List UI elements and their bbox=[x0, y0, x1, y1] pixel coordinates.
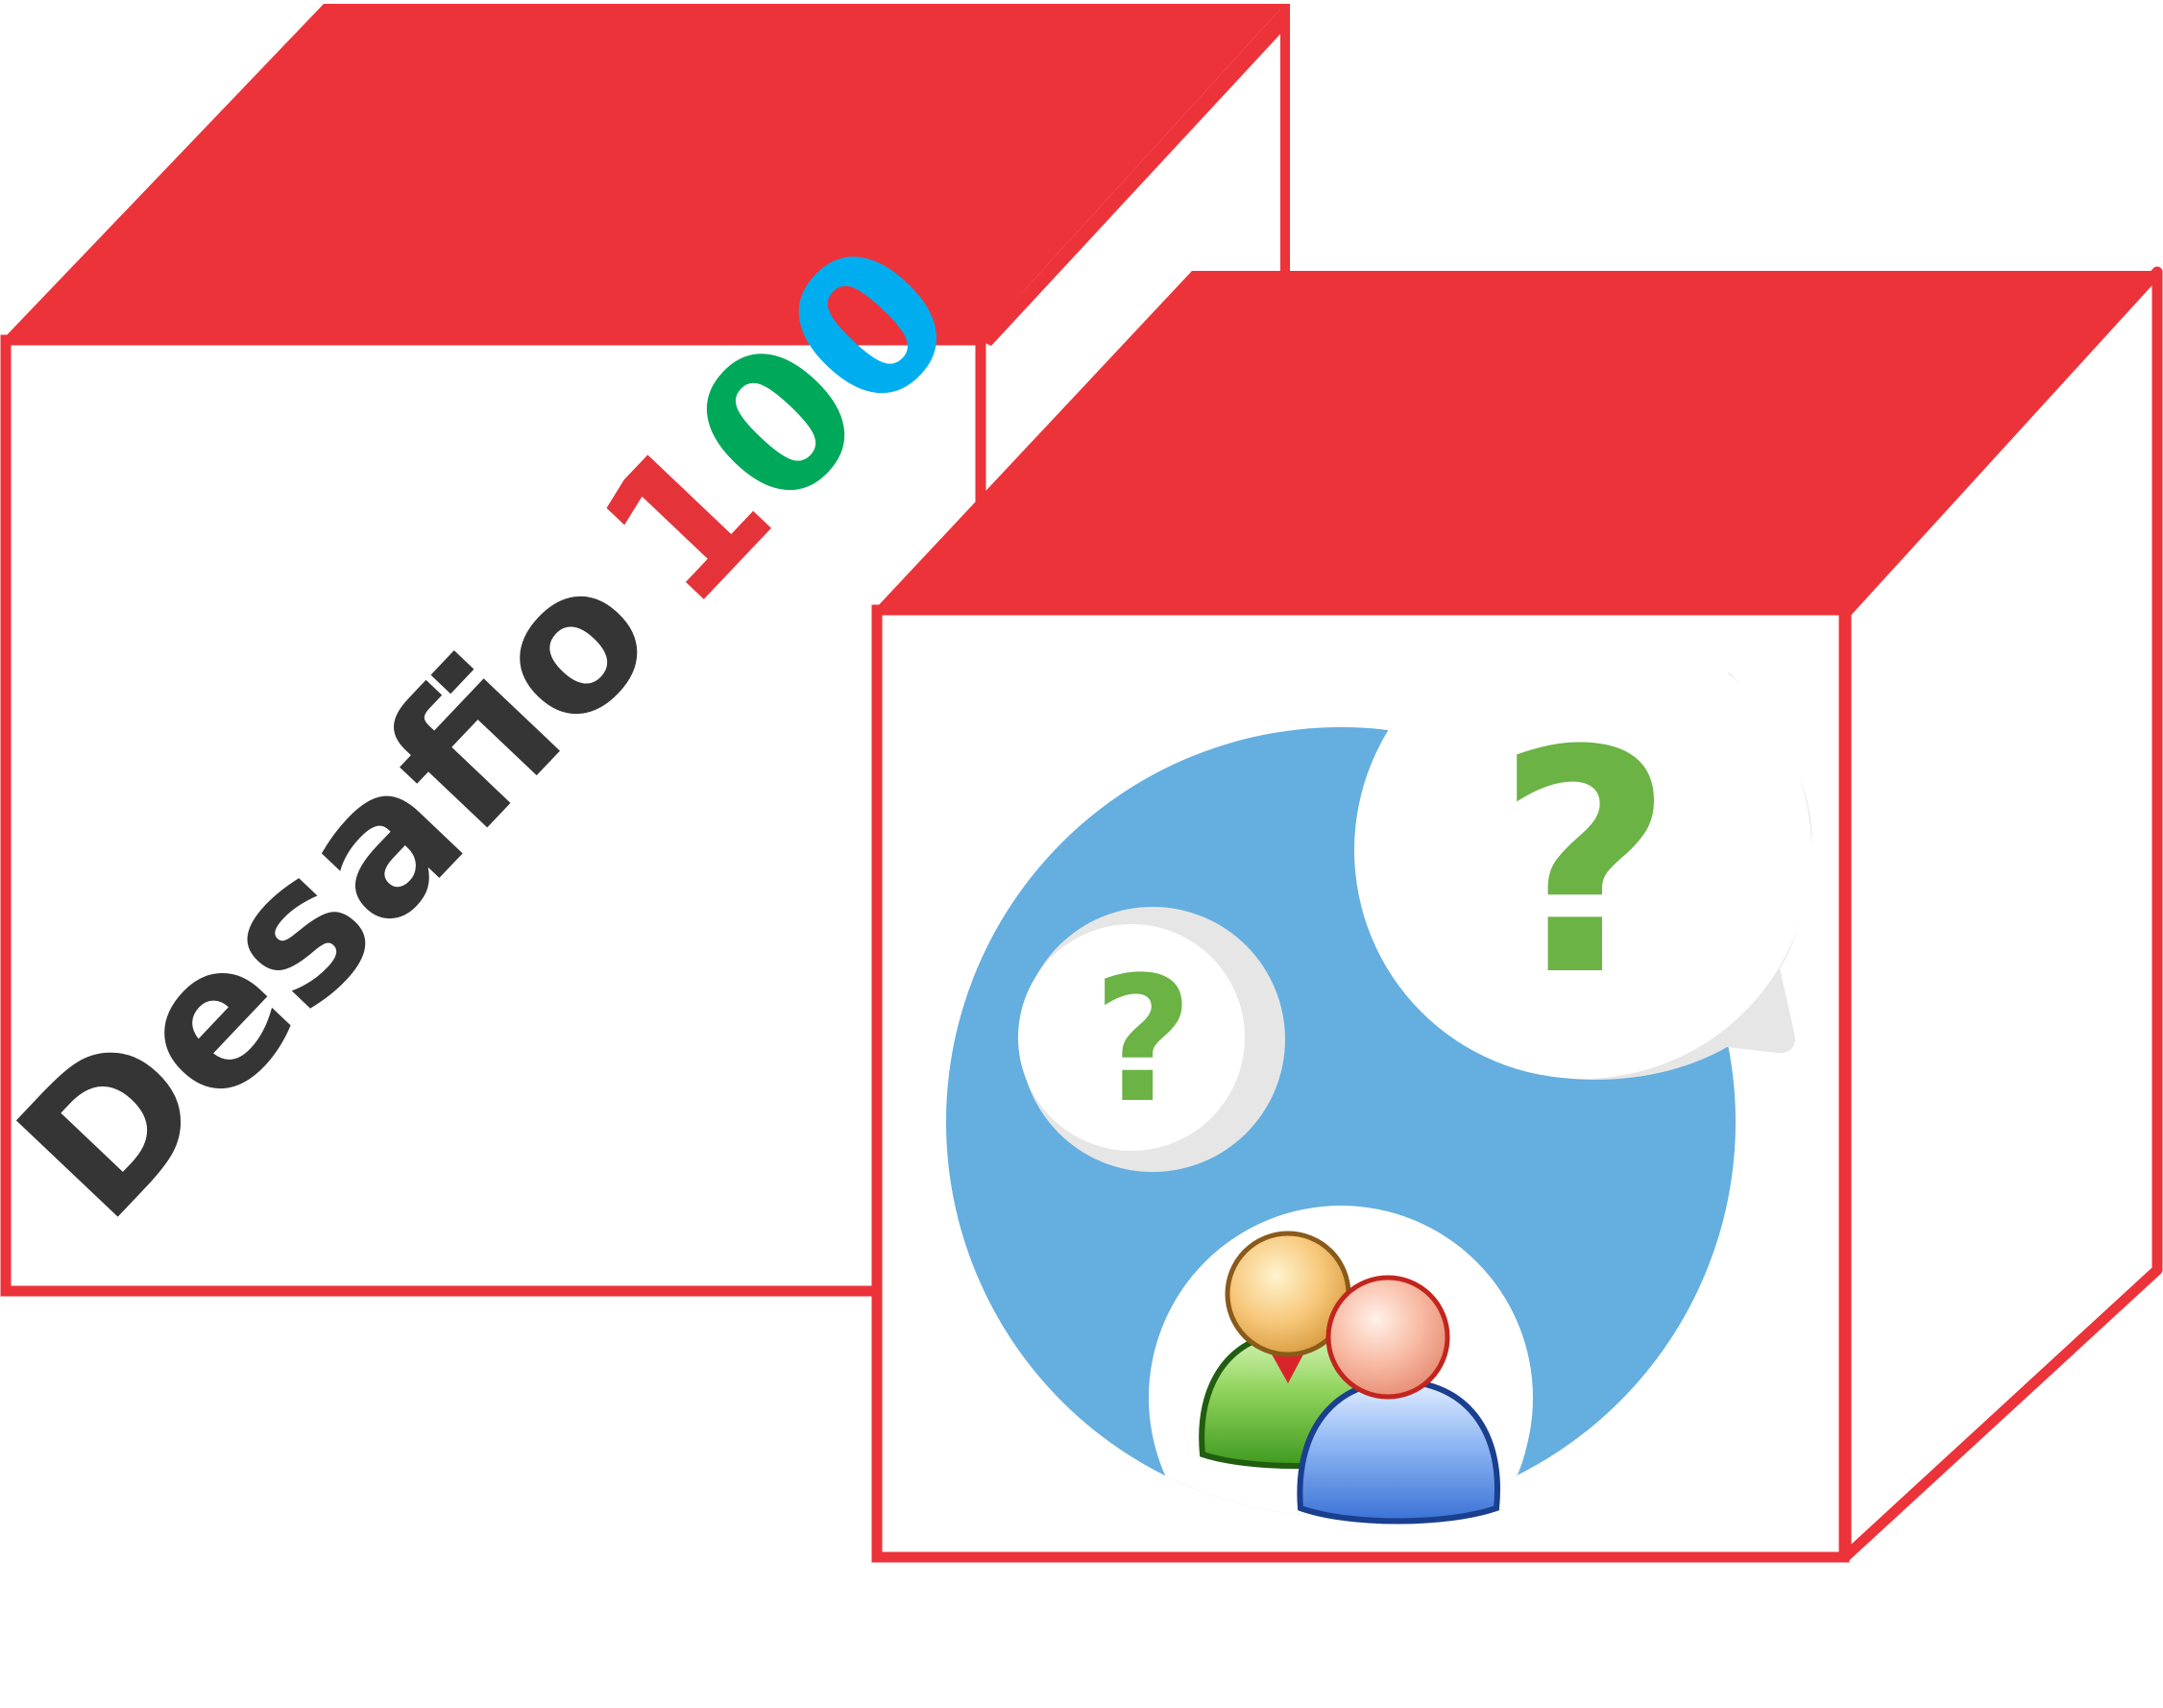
users-group-icon bbox=[1199, 1231, 1500, 1525]
large-question-mark: ? bbox=[1495, 686, 1674, 1043]
user-blue-body bbox=[1297, 1378, 1500, 1525]
user-pink-head bbox=[1325, 1275, 1450, 1400]
user-green-tie bbox=[1271, 1353, 1304, 1383]
chat-globe-icon: ? ? bbox=[946, 622, 1812, 1525]
small-question-bubble: ? bbox=[1018, 907, 1285, 1172]
front-cube-top bbox=[875, 271, 2157, 613]
back-cube-side-diagonal bbox=[978, 16, 1288, 345]
large-question-bubble: ? bbox=[1354, 622, 1812, 1080]
small-question-mark: ? bbox=[1093, 940, 1193, 1141]
back-cube bbox=[0, 4, 1290, 1297]
back-cube-top bbox=[4, 4, 1285, 340]
back-cube-front-face bbox=[0, 334, 986, 1297]
